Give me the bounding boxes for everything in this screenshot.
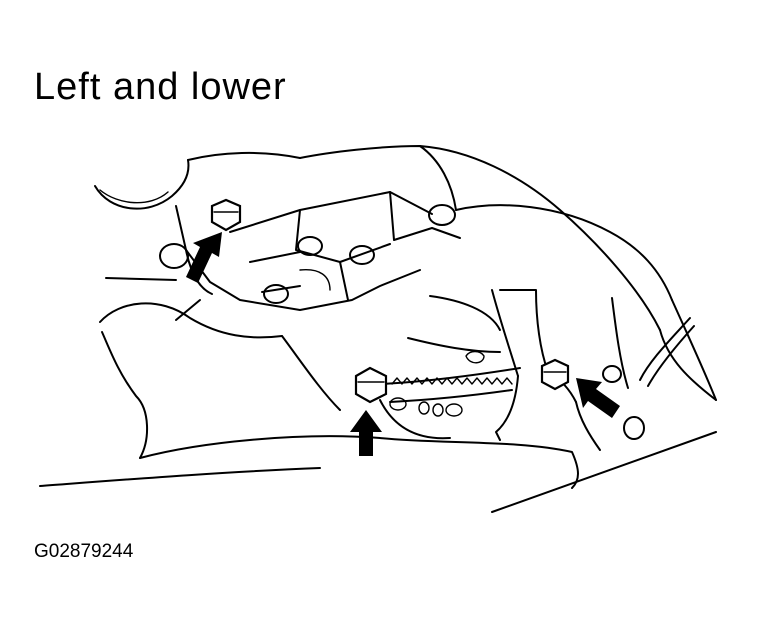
bolt-right — [540, 358, 570, 391]
ring-gear — [379, 367, 521, 440]
right-housing — [491, 299, 717, 513]
lower-center-bolt-arrow — [350, 410, 382, 456]
figure-code: G02879244 — [34, 541, 134, 562]
mount-bosses — [159, 204, 645, 440]
upper-left-bolt-arrow — [186, 232, 222, 283]
lower-housing — [39, 277, 579, 489]
right-bolt-arrow — [576, 378, 620, 418]
bracket-arm — [491, 289, 717, 441]
bolt-lower-center — [354, 366, 388, 404]
bolt-upper-left — [210, 198, 242, 232]
housing-outline — [94, 145, 673, 331]
diagram-title: Left and lower — [34, 66, 287, 108]
